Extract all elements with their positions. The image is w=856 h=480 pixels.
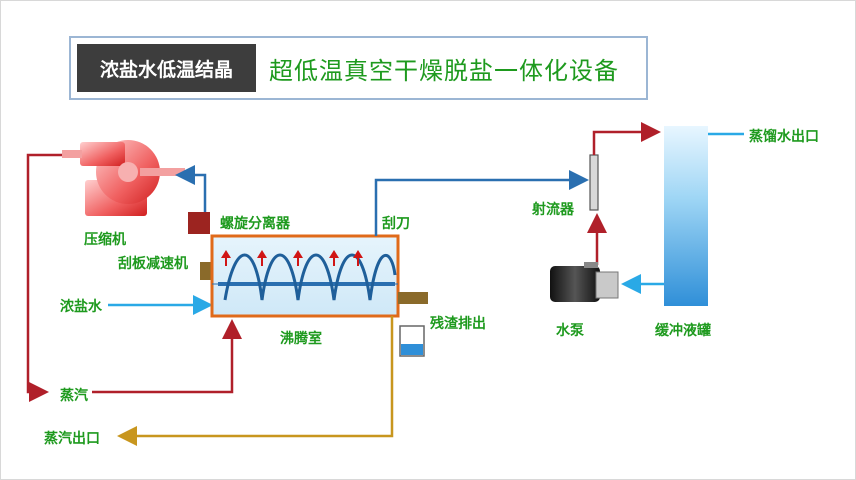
label-boiling-chamber: 沸腾室	[280, 331, 322, 347]
vapor-to-ejector-line	[374, 170, 589, 236]
screw-spiral	[223, 253, 397, 301]
label-steam: 蒸汽	[60, 388, 88, 404]
discharge-valve	[398, 292, 428, 304]
ejector-icon	[589, 154, 599, 211]
title-banner: 浓盐水低温结晶 超低温真空干燥脱盐一体化设备	[69, 36, 648, 100]
steam-return-line	[26, 153, 62, 402]
ejector-to-tank-line	[592, 122, 661, 155]
label-water-pump: 水泵	[556, 323, 584, 339]
water-pump-icon	[550, 262, 619, 302]
label-residue-discharge: 残渣排出	[430, 316, 486, 332]
residue-container-icon	[399, 325, 425, 357]
label-ejector: 射流器	[532, 202, 574, 218]
vapor-line	[175, 165, 207, 212]
label-buffer-tank: 缓冲液罐	[655, 323, 711, 339]
label-scraper-motor: 刮板减速机	[118, 256, 188, 272]
label-distilled-water-outlet: 蒸馏水出口	[749, 129, 819, 145]
steam-inlet-line	[92, 319, 242, 394]
label-scraper: 刮刀	[382, 216, 410, 232]
separator-cap-icon	[188, 212, 210, 234]
label-brine: 浓盐水	[60, 299, 102, 315]
title-right: 超低温真空干燥脱盐一体化设备	[269, 56, 619, 85]
steam-outlet-line	[117, 316, 394, 446]
label-steam-outlet: 蒸汽出口	[44, 431, 100, 447]
label-compressor: 压缩机	[84, 232, 126, 248]
buffer-tank	[664, 126, 708, 306]
vapor-arrows	[221, 250, 363, 266]
title-left: 浓盐水低温结晶	[77, 44, 256, 92]
compressor-icon	[62, 140, 185, 216]
label-spiral-separator: 螺旋分离器	[220, 216, 290, 232]
boiling-chamber	[210, 234, 400, 318]
